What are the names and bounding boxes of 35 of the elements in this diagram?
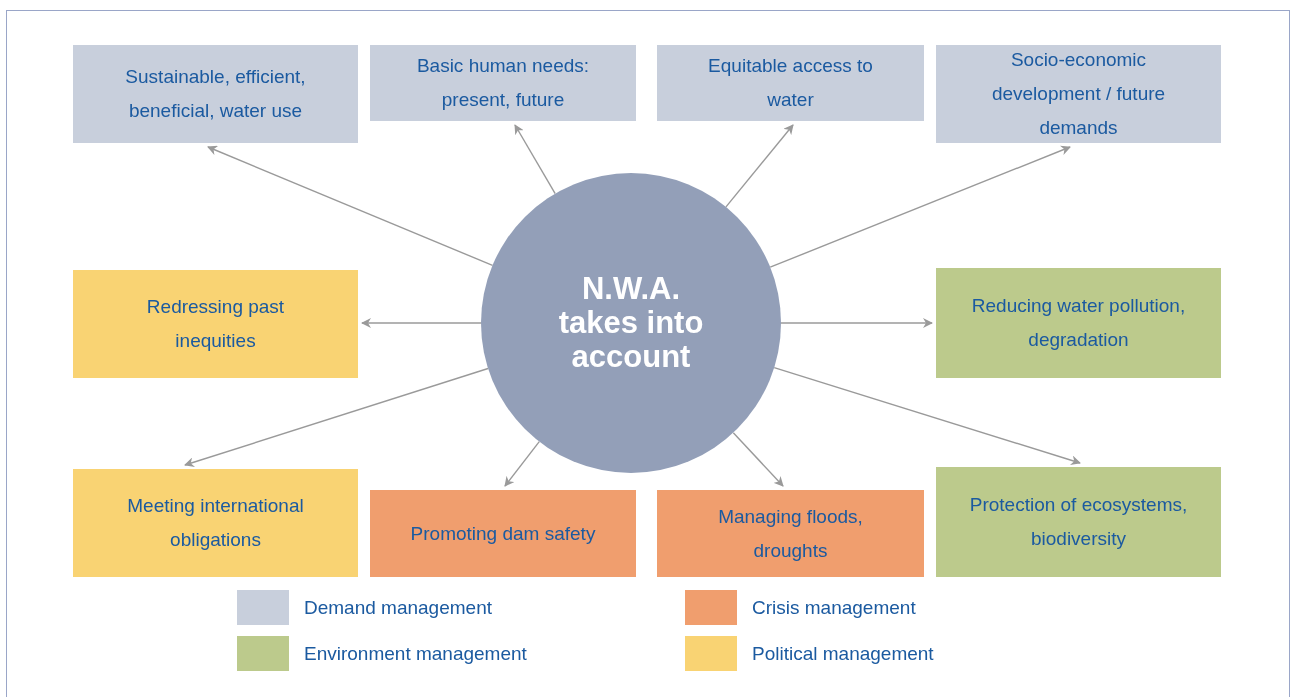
- category-box: [370, 490, 636, 577]
- box-label: Meeting international obligations: [126, 494, 305, 552]
- arrow: [514, 124, 556, 195]
- category-box: [936, 45, 1221, 143]
- box-label: Basic human needs: present, future: [415, 54, 591, 112]
- box-label: Sustainable, efficient, beneficial, water use: [124, 65, 307, 123]
- arrow: [361, 318, 482, 328]
- category-box: [73, 45, 358, 143]
- arrow: [725, 124, 794, 208]
- box-label: Protection of ecosystems, biodiversity: [968, 493, 1189, 551]
- box-label: Promoting dam safety: [410, 521, 596, 546]
- legend-label: Demand management: [304, 596, 492, 620]
- arrow: [769, 145, 1071, 268]
- arrow: [504, 441, 540, 487]
- category-box: [73, 270, 358, 378]
- category-box: [657, 45, 924, 121]
- arrow: [207, 145, 494, 267]
- arrow: [184, 367, 489, 468]
- box-label: Managing floods, droughts: [717, 504, 864, 563]
- box-label: Socio-economic development / future demands: [990, 48, 1167, 140]
- box-label: Equitable access to water: [707, 54, 874, 112]
- arrow: [780, 318, 933, 328]
- arrow: [732, 432, 784, 487]
- category-box: [936, 268, 1221, 378]
- legend-label: Crisis management: [752, 596, 916, 620]
- category-box: [73, 469, 358, 577]
- category-box: [936, 467, 1221, 577]
- box-label: Redressing past inequities: [145, 295, 286, 353]
- category-box: [657, 490, 924, 577]
- legend-label: Environment management: [304, 642, 527, 666]
- arrow: [773, 366, 1081, 466]
- box-label: Reducing water pollution, degradation: [970, 294, 1187, 352]
- category-box: [370, 45, 636, 121]
- legend-label: Political management: [752, 642, 934, 666]
- center-title: N.W.A. takes into account: [557, 272, 705, 374]
